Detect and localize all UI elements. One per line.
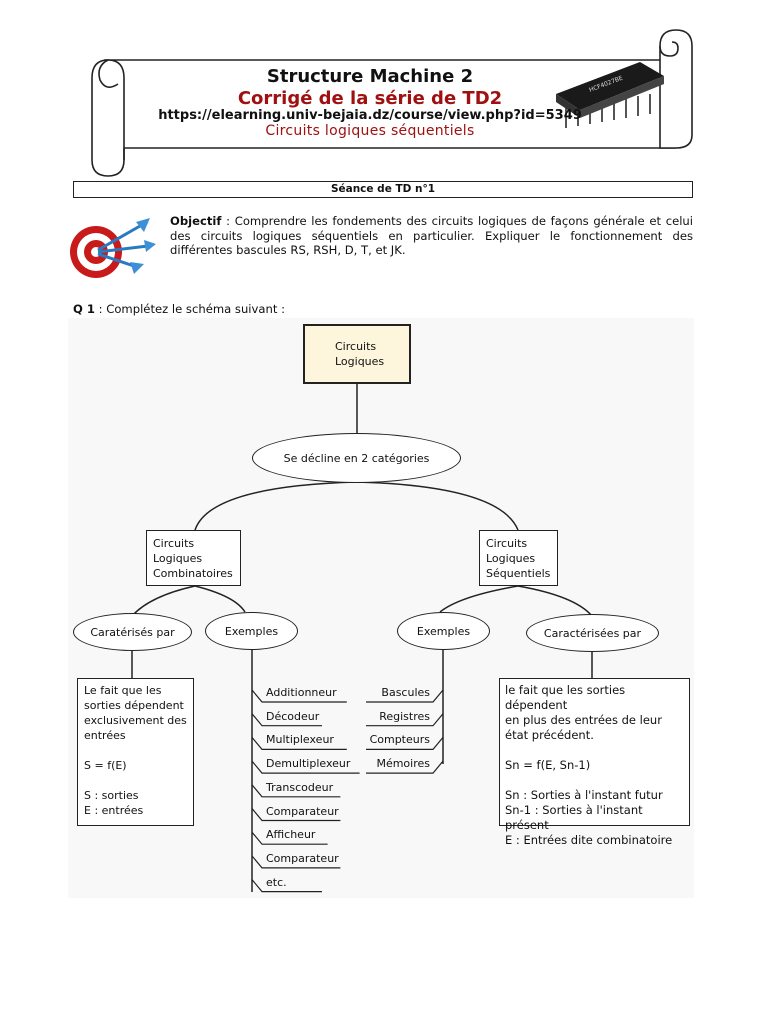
comb-example-connector xyxy=(251,689,347,703)
objective-text: : Comprendre les fondements des circuits… xyxy=(170,214,693,257)
comb-example-connector xyxy=(251,808,341,822)
question-text: : Complétez le schéma suivant : xyxy=(94,302,285,316)
session-heading: Séance de TD n°1 xyxy=(73,181,693,198)
seq-desc-line: le fait que les sorties dépendent xyxy=(505,683,626,712)
comb-example-connector xyxy=(251,737,347,750)
root-box-line-2: Logiques xyxy=(335,355,385,368)
scroll-banner xyxy=(91,29,693,177)
comb-example-item: Multiplexeur xyxy=(266,733,334,747)
comb-example-item: etc. xyxy=(266,875,287,889)
comb-example-item: Comparateur xyxy=(266,804,339,818)
header-graphics: HCF4027BE xyxy=(70,29,693,278)
document-subtitle: Corrigé de la série de TD2 xyxy=(237,88,503,109)
seq-examples-ellipse: Exemples xyxy=(397,612,490,650)
seq-example-connector xyxy=(366,689,444,703)
comb-desc-line: S : sorties xyxy=(84,789,139,802)
comb-desc-line: S = f(E) xyxy=(84,759,127,772)
comb-description-box: Le fait que les sorties dépendent exclus… xyxy=(77,678,194,826)
seq-example-item: Mémoires xyxy=(376,757,430,771)
comb-example-item: Transcodeur xyxy=(266,780,334,794)
seq-desc-line: Sn = f(E, Sn-1) xyxy=(505,758,591,772)
comb-examples-ellipse: Exemples xyxy=(205,612,298,650)
root-box-line-1: Circuits xyxy=(335,340,377,353)
decline-ellipse: Se décline en 2 catégories xyxy=(252,433,461,483)
comb-example-item: Comparateur xyxy=(266,851,339,865)
combinatoires-box: Circuits Logiques Combinatoires xyxy=(146,530,241,586)
comb-desc-line: Le fait que les xyxy=(84,684,162,697)
comb-example-connector xyxy=(251,831,328,845)
seq-characterized-ellipse: Caractérisées par xyxy=(526,614,659,652)
comb-box-line-2: Logiques xyxy=(153,552,203,565)
comb-desc-line: entrées xyxy=(84,729,126,742)
seq-desc-line xyxy=(505,743,689,758)
seq-desc-line: Sn-1 : Sorties à l'instant présent xyxy=(505,803,643,832)
course-url[interactable]: https://elearning.univ-bejaia.dz/course/… xyxy=(158,108,582,123)
document-topic: Circuits logiques séquentiels xyxy=(265,123,475,139)
comb-example-item: Afficheur xyxy=(266,828,316,842)
comb-example-connector xyxy=(251,855,341,869)
seq-desc-line: Sn : Sorties à l'instant futur xyxy=(505,788,663,802)
comb-example-connector xyxy=(251,879,322,893)
seq-desc-line xyxy=(505,773,689,788)
seq-desc-line: en plus des entrées de leur xyxy=(505,713,662,727)
root-box-circuits-logiques: Circuits Logiques xyxy=(303,324,411,384)
comb-box-line-1: Circuits xyxy=(153,537,195,550)
objective-paragraph: Objectif : Comprendre les fondements des… xyxy=(170,214,693,258)
target-icon xyxy=(70,218,156,278)
comb-example-item: Additionneur xyxy=(266,686,337,699)
comb-characterized-ellipse: Caratérisés par xyxy=(73,613,192,651)
comb-desc-line xyxy=(84,743,193,758)
sequentiels-box: Circuits Logiques Séquentiels xyxy=(479,530,558,586)
comb-example-connector xyxy=(251,760,360,774)
seq-description-box: le fait que les sorties dépendent en plu… xyxy=(499,678,690,847)
document-title: Structure Machine 2 xyxy=(266,66,474,87)
comb-example-item: Demultiplexeur xyxy=(266,757,351,771)
objective-label: Objectif xyxy=(170,214,222,228)
comb-example-connector xyxy=(251,713,322,727)
comb-desc-line: exclusivement des xyxy=(84,714,187,727)
ic-chip-image: HCF4027BE xyxy=(556,62,664,128)
comb-box-line-3: Combinatoires xyxy=(153,567,233,580)
seq-example-item: Bascules xyxy=(381,686,430,699)
seq-desc-line: état précédent. xyxy=(505,728,594,742)
comb-example-item: Décodeur xyxy=(266,709,320,723)
seq-box-line-3: Séquentiels xyxy=(486,567,551,580)
seq-example-connector xyxy=(366,760,444,774)
seq-example-item: Registres xyxy=(379,709,430,723)
comb-example-connector xyxy=(251,784,341,798)
comb-desc-line: sorties dépendent xyxy=(84,699,184,712)
question-label: Q 1 xyxy=(73,302,95,316)
seq-example-connector xyxy=(366,737,444,750)
seq-desc-line: E : Entrées dite combinatoire xyxy=(505,833,673,847)
question-1: Q 1 : Complétez le schéma suivant : xyxy=(73,302,285,316)
seq-example-connector xyxy=(366,713,444,727)
seq-example-item: Compteurs xyxy=(369,733,430,747)
comb-desc-line: E : entrées xyxy=(84,804,144,817)
comb-desc-line xyxy=(84,773,193,788)
seq-box-line-1: Circuits xyxy=(486,537,528,550)
seq-box-line-2: Logiques xyxy=(486,552,536,565)
